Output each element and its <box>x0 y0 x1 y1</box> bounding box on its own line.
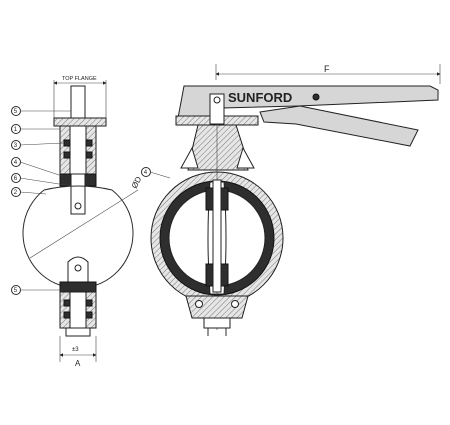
bottom-stem-pin <box>74 264 82 272</box>
callout-leader <box>19 191 47 195</box>
bottom-plug <box>65 327 91 337</box>
front-bottom-boss <box>185 295 249 319</box>
handle-trigger <box>259 105 419 147</box>
handle-pivot <box>312 93 320 101</box>
bushing-bottom-right-1 <box>85 299 93 307</box>
diameter-line <box>29 189 139 259</box>
bushing-left-1 <box>63 139 71 147</box>
dim-a-label: A <box>75 359 81 368</box>
stem-upper <box>70 173 86 215</box>
bushing-left-2 <box>63 151 71 159</box>
tolerance-label: ±3 <box>72 347 79 353</box>
top-flange-label: TOP FLANGE <box>62 76 97 82</box>
callout-number: 5 <box>14 109 18 115</box>
top-flange-plate <box>53 117 107 127</box>
callout-number: 4 <box>14 160 18 166</box>
stem-bore <box>69 125 87 175</box>
left-lug-window <box>180 146 199 169</box>
bottom-bolt-hole-right <box>231 300 239 308</box>
bottom-bore <box>69 291 87 329</box>
callout-leader <box>149 171 171 179</box>
bushing-bottom-right-2 <box>85 311 93 319</box>
callout-leader <box>19 142 65 146</box>
stem-pin <box>74 202 82 210</box>
callouts-left: 5 1 3 4 6 2 5 <box>11 106 73 295</box>
callout-number: 1 <box>14 127 18 133</box>
bushing-right-1 <box>85 139 93 147</box>
bushing-bottom-left-1 <box>63 299 71 307</box>
stem-top <box>70 85 86 119</box>
callout-front: 4 <box>141 167 171 179</box>
callout-number: 6 <box>14 176 18 182</box>
right-lug-window <box>236 146 255 169</box>
diameter-label: ØD <box>130 175 144 190</box>
callout-number: 2 <box>14 190 18 196</box>
bottom-bolt-hole-left <box>195 300 203 308</box>
callout-number: 3 <box>14 143 18 149</box>
disc-top-edge <box>43 185 113 191</box>
callout-leader <box>19 177 73 187</box>
dim-f-label: F <box>324 64 330 74</box>
front-stem-shaft <box>212 179 222 293</box>
callout-number: 5 <box>14 288 18 294</box>
seat-liner-bottom <box>59 281 97 293</box>
bushing-right-2 <box>85 151 93 159</box>
callout-number: 4 <box>144 170 148 176</box>
front-view: F SUNFORD <box>150 64 441 336</box>
front-bottom-plug <box>203 317 231 329</box>
brand-label: SUNFORD <box>228 90 292 105</box>
bushing-bottom-left-2 <box>63 311 71 319</box>
side-view: TOP FLANGE ØD <box>22 76 144 368</box>
callout-leader <box>19 161 63 177</box>
front-stem-pin <box>213 96 221 104</box>
